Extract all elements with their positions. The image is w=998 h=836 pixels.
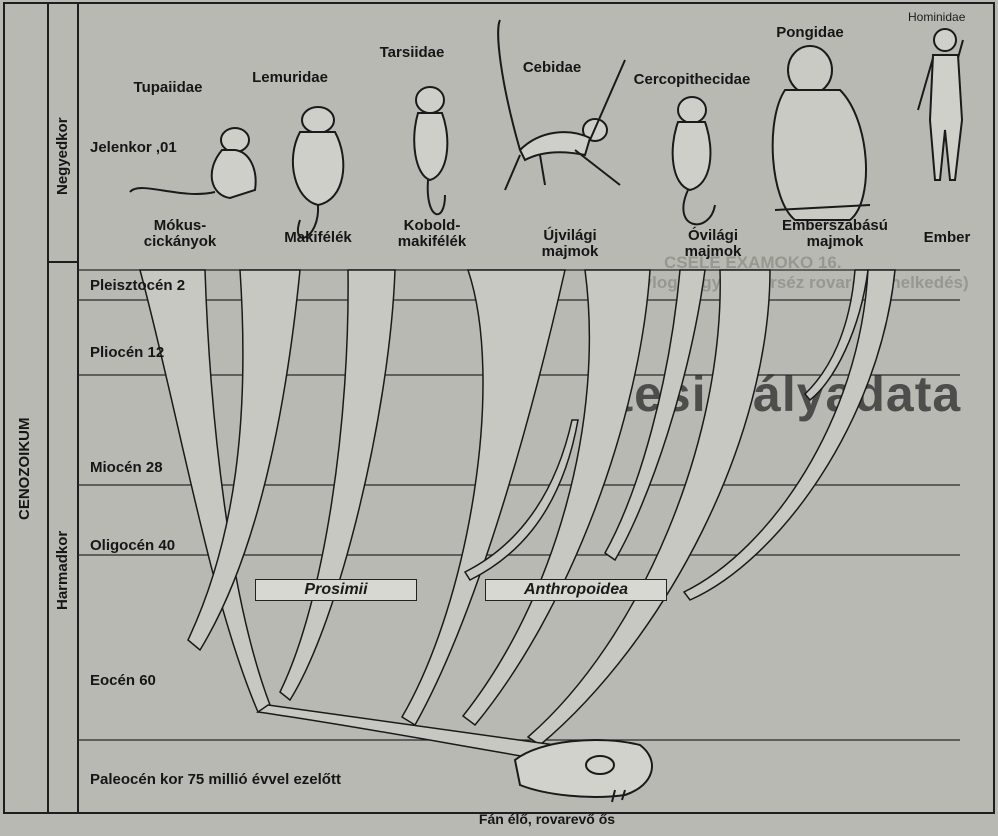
family-tarsiidae: Tarsiidae: [380, 45, 445, 61]
family-cercopithecidae: Cercopithecidae: [634, 72, 751, 88]
common-ujvilagi-majmok: Újvilági majmok: [542, 228, 599, 260]
common-ember: Ember: [924, 230, 971, 246]
epoch-jelenkor: Jelenkor ,01: [90, 140, 177, 156]
group-prosimii: Prosimii: [255, 579, 417, 601]
common-emberszabasu-majmok: Emberszabású majmok: [782, 218, 888, 250]
epoch-paleocen: Paleocén kor 75 millió évvel ezelőtt: [90, 772, 341, 788]
epoch-miocen: Miocén 28: [90, 460, 163, 476]
epoch-eocen: Eocén 60: [90, 673, 156, 689]
family-pongidae: Pongidae: [776, 25, 844, 41]
common-makifelek: Makifélék: [284, 230, 352, 246]
era-label: CENOZOIKUM: [16, 418, 33, 521]
ancestor-skull: [515, 740, 652, 802]
branch-pongidae: [528, 270, 770, 745]
period-label-harmadkor: Harmadkor: [54, 531, 71, 610]
period-label-negyedkor: Negyedkor: [54, 117, 71, 195]
group-anthropoidea: Anthropoidea: [485, 579, 667, 601]
epoch-pliocen: Pliocén 12: [90, 345, 164, 361]
family-cebidae: Cebidae: [523, 60, 581, 76]
common-mokuscickanyok: Mókus- cickányok: [144, 218, 217, 250]
family-tupaiidae: Tupaiidae: [134, 80, 203, 96]
common-koboldmakifelek: Kobold- makifélék: [398, 218, 466, 250]
branch-cebidae: [402, 270, 565, 725]
family-lemuridae: Lemuridae: [252, 70, 328, 86]
human-figure: [918, 29, 963, 180]
family-hominidae: Hominidae: [908, 10, 965, 24]
epoch-pleisztocen: Pleisztocén 2: [90, 278, 185, 294]
gorilla-figure: [773, 46, 870, 220]
ancestor-caption: Fán élő, rovarevő ős: [479, 812, 615, 827]
epoch-oligocen: Oligocén 40: [90, 538, 175, 554]
common-ovilagi-majmok: Óvilági majmok: [685, 228, 742, 260]
